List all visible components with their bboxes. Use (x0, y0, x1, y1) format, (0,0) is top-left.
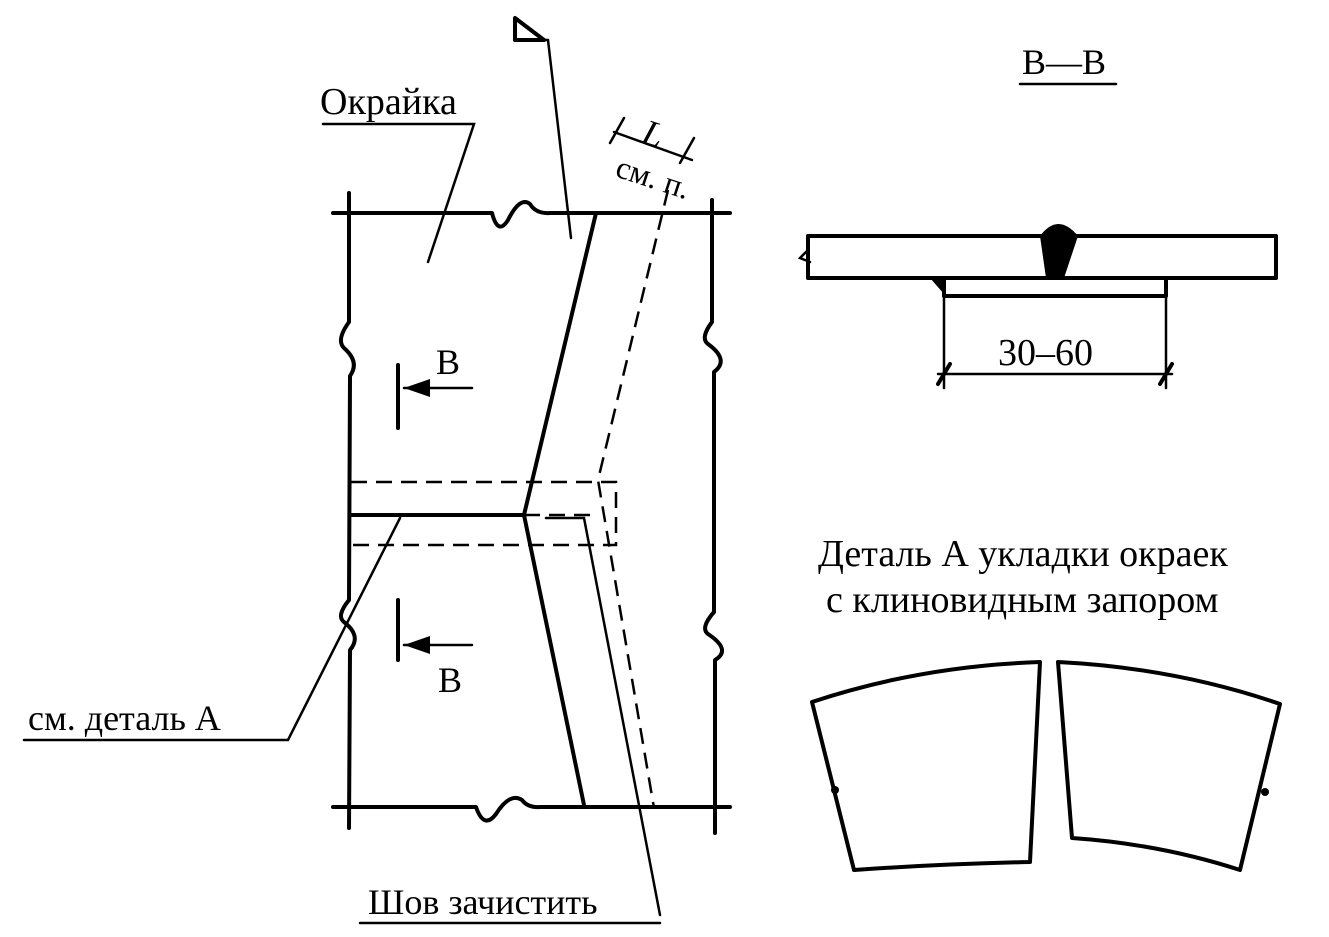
label-seam-clean: Шов зачистить (368, 882, 598, 922)
top-edge (331, 200, 732, 229)
dim-L-ext-left (608, 116, 626, 145)
fillet-weld (930, 278, 944, 294)
detail-a: Деталь А укладки окраек с клиновидным за… (810, 533, 1282, 872)
label-see-detail: см. деталь А (28, 698, 221, 738)
bottom-edge (331, 795, 732, 823)
dim-L-line (612, 130, 694, 162)
plate-break-icon (797, 248, 812, 264)
arrowhead-bottom-icon (404, 636, 430, 654)
dim-tick-left (936, 362, 952, 386)
dim-tick-right (1158, 362, 1174, 386)
wedge-point-right (1261, 788, 1269, 796)
plate-section (806, 234, 1278, 280)
right-edge (702, 198, 724, 835)
backing-strip (942, 276, 1168, 298)
plan-view: Окрайка L см. п. В В см. деталь А Шов за… (22, 16, 732, 925)
dim-L-ext-right (678, 136, 696, 165)
seam-guide-line (544, 516, 662, 917)
weld-bead (1040, 224, 1078, 278)
label-dim-overlap: 30–60 (998, 332, 1093, 374)
section-title: В—В (1022, 42, 1106, 82)
wedge-point-left (831, 786, 839, 794)
leader-weld-symbol (513, 38, 573, 240)
backing-strip-dashed (596, 189, 670, 809)
label-section-top: В (436, 342, 460, 382)
hidden-strip-dashed (351, 480, 618, 547)
section-view: В—В 30–60 (797, 42, 1278, 390)
detail-title-line1: Деталь А укладки окраек (818, 533, 1228, 575)
detail-title-line2: с клиновидным запором (826, 579, 1219, 621)
weld-symbol-icon (513, 16, 546, 42)
label-okraika: Окрайка (320, 81, 457, 123)
leader-okraika (321, 122, 476, 264)
detail-segment-left (810, 660, 1042, 872)
leader-see-detail (22, 516, 402, 742)
left-edge (338, 191, 357, 830)
arrowhead-top-icon (404, 379, 430, 397)
detail-segment-right (1056, 660, 1282, 872)
label-section-bottom: В (438, 660, 462, 700)
weld-seam-line (522, 211, 598, 807)
